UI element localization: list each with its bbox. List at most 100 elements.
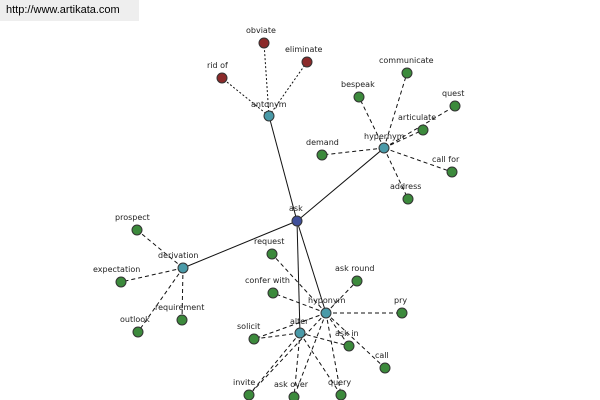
node-label-askover[interactable]: ask over	[274, 380, 309, 389]
node-invite[interactable]: invite	[233, 378, 255, 400]
node-marker-alter[interactable]	[294, 327, 306, 339]
node-label-obviate[interactable]: obviate	[246, 26, 276, 35]
edge-antonym-eliminate	[268, 61, 308, 117]
node-marker-expectation[interactable]	[115, 276, 127, 288]
node-call[interactable]: call	[375, 351, 391, 374]
node-label-eliminate[interactable]: eliminate	[285, 45, 322, 54]
node-label-demand[interactable]: demand	[306, 138, 339, 147]
node-label-askround[interactable]: ask round	[335, 264, 374, 273]
node-antonym[interactable]: antonym	[251, 100, 287, 122]
node-eliminate[interactable]: eliminate	[285, 45, 322, 68]
node-askover[interactable]: ask over	[274, 380, 309, 400]
node-label-communicate[interactable]: communicate	[379, 56, 434, 65]
node-communicate[interactable]: communicate	[379, 56, 434, 79]
node-marker-invite[interactable]	[243, 389, 255, 400]
node-address[interactable]: address	[390, 182, 421, 205]
node-derivation[interactable]: derivation	[158, 251, 198, 274]
edge-hypernym1-articulate	[383, 129, 424, 149]
node-label-solicit[interactable]: solicit	[237, 322, 260, 331]
node-label-alter[interactable]: alter	[290, 317, 309, 326]
node-askround[interactable]: ask round	[335, 264, 374, 287]
node-marker-ridof[interactable]	[216, 72, 228, 84]
node-marker-articulate[interactable]	[417, 124, 429, 136]
node-label-antonym[interactable]: antonym	[251, 100, 287, 109]
node-marker-ask[interactable]	[291, 215, 303, 227]
edge-derivation-prospect	[136, 229, 184, 269]
node-marker-communicate[interactable]	[401, 67, 413, 79]
node-obviate[interactable]: obviate	[246, 26, 276, 49]
node-outlook[interactable]: outlook	[120, 315, 150, 338]
node-label-pry[interactable]: pry	[394, 296, 407, 305]
node-marker-antonym[interactable]	[263, 110, 275, 122]
node-expectation[interactable]: expectation	[93, 265, 140, 288]
node-label-hypernym1[interactable]: hypernym	[364, 132, 405, 141]
node-alter[interactable]: alter	[290, 317, 309, 339]
edge-hyponym2-invite	[248, 312, 327, 396]
node-hypernym1[interactable]: hypernym	[364, 132, 405, 154]
node-marker-bespeak[interactable]	[353, 91, 365, 103]
node-marker-quest[interactable]	[449, 100, 461, 112]
node-marker-prospect[interactable]	[131, 224, 143, 236]
node-label-invite[interactable]: invite	[233, 378, 255, 387]
node-label-expectation[interactable]: expectation	[93, 265, 140, 274]
node-label-hyponym2[interactable]: hyponym	[308, 296, 346, 305]
node-marker-call[interactable]	[379, 362, 391, 374]
node-conferwith[interactable]: confer with	[245, 276, 290, 299]
node-label-outlook[interactable]: outlook	[120, 315, 150, 324]
node-marker-solicit[interactable]	[248, 333, 260, 345]
node-bespeak[interactable]: bespeak	[341, 80, 375, 103]
node-solicit[interactable]: solicit	[237, 322, 260, 345]
node-label-askin[interactable]: ask in	[335, 329, 359, 338]
node-marker-demand[interactable]	[316, 149, 328, 161]
node-askin[interactable]: ask in	[335, 329, 359, 352]
node-label-call[interactable]: call	[375, 351, 389, 360]
node-pry[interactable]: pry	[394, 296, 408, 319]
node-marker-askin[interactable]	[343, 340, 355, 352]
node-marker-derivation[interactable]	[177, 262, 189, 274]
node-callfor[interactable]: call for	[432, 155, 460, 178]
node-marker-askround[interactable]	[351, 275, 363, 287]
node-requirement[interactable]: requirement	[155, 303, 204, 326]
node-ridof[interactable]: rid of	[207, 61, 228, 84]
node-label-bespeak[interactable]: bespeak	[341, 80, 375, 89]
node-request[interactable]: request	[254, 237, 284, 260]
node-marker-eliminate[interactable]	[301, 56, 313, 68]
node-marker-obviate[interactable]	[258, 37, 270, 49]
site-url-text[interactable]: http://www.artikata.com	[6, 4, 120, 16]
node-marker-conferwith[interactable]	[267, 287, 279, 299]
node-hyponym2[interactable]: hyponym	[308, 296, 346, 319]
node-label-request[interactable]: request	[254, 237, 284, 246]
node-demand[interactable]: demand	[306, 138, 339, 161]
node-marker-callfor[interactable]	[446, 166, 458, 178]
node-label-derivation[interactable]: derivation	[158, 251, 198, 260]
node-label-ask[interactable]: ask	[289, 204, 303, 213]
edge-ask-derivation	[182, 220, 298, 269]
node-marker-query[interactable]	[335, 389, 347, 400]
edge-alter-solicit	[253, 332, 301, 340]
node-label-requirement[interactable]: requirement	[155, 303, 204, 312]
node-marker-outlook[interactable]	[132, 326, 144, 338]
node-marker-askover[interactable]	[288, 391, 300, 400]
node-marker-hypernym1[interactable]	[378, 142, 390, 154]
edge-hyponym2-askround	[325, 280, 358, 314]
node-marker-pry[interactable]	[396, 307, 408, 319]
node-label-prospect[interactable]: prospect	[115, 213, 150, 222]
node-label-conferwith[interactable]: confer with	[245, 276, 290, 285]
edge-hyponym2-conferwith	[272, 292, 327, 314]
node-quest[interactable]: quest	[442, 89, 464, 112]
node-ask[interactable]: ask	[289, 204, 303, 227]
node-marker-hyponym2[interactable]	[320, 307, 332, 319]
node-marker-requirement[interactable]	[176, 314, 188, 326]
node-label-quest[interactable]: quest	[442, 89, 464, 98]
node-label-query[interactable]: query	[328, 378, 351, 387]
node-marker-request[interactable]	[266, 248, 278, 260]
node-label-address[interactable]: address	[390, 182, 421, 191]
node-query[interactable]: query	[328, 378, 351, 400]
node-label-articulate[interactable]: articulate	[398, 113, 436, 122]
site-url-banner[interactable]: http://www.artikata.com	[0, 0, 139, 21]
node-prospect[interactable]: prospect	[115, 213, 150, 236]
node-marker-address[interactable]	[402, 193, 414, 205]
node-label-callfor[interactable]: call for	[432, 155, 460, 164]
node-label-ridof[interactable]: rid of	[207, 61, 228, 70]
node-articulate[interactable]: articulate	[398, 113, 436, 136]
